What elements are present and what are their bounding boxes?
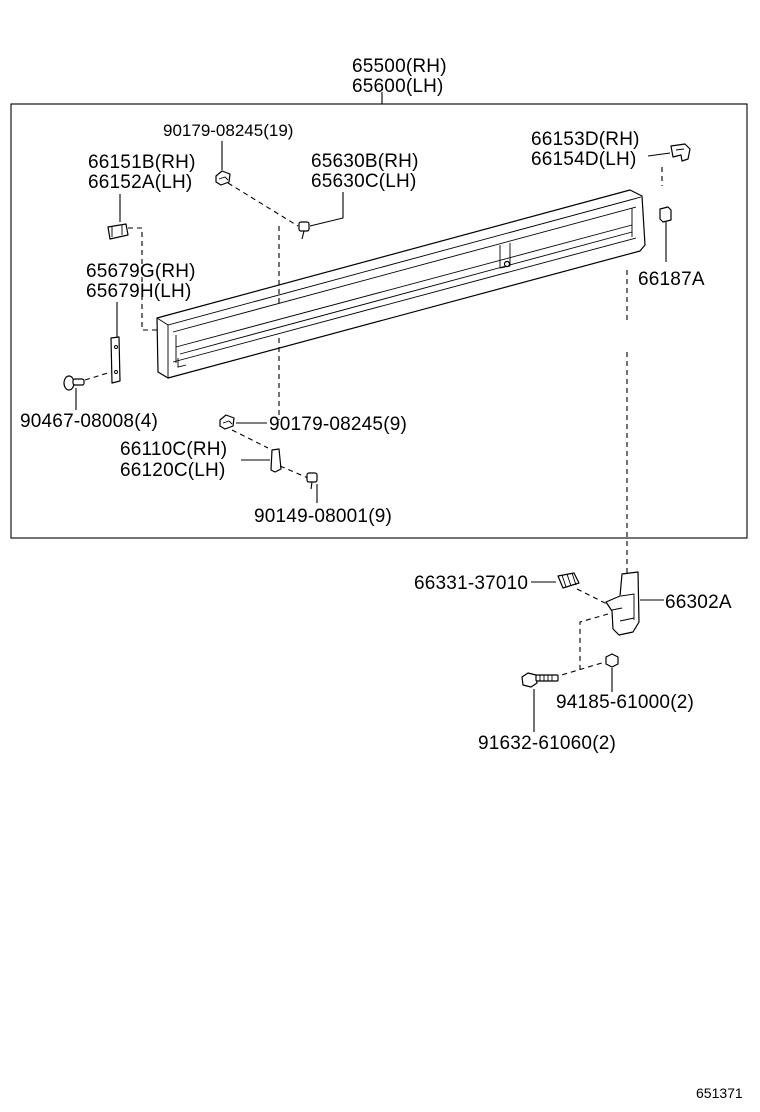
label-plate-lh: 65679H(LH) bbox=[86, 281, 192, 302]
label-spring: 66331-37010 bbox=[414, 573, 528, 594]
assembly-frame bbox=[10, 103, 748, 539]
bolt-icon bbox=[521, 672, 559, 688]
cover-icon bbox=[107, 223, 129, 240]
label-screw-rh: 65630B(RH) bbox=[311, 151, 419, 172]
end-clip-icon bbox=[659, 206, 672, 223]
label-hinge: 66302A bbox=[665, 592, 732, 613]
hook-icon bbox=[270, 448, 282, 473]
label-cover-lh: 66152A(LH) bbox=[88, 172, 192, 193]
label-end-clip: 66187A bbox=[638, 269, 705, 290]
label-plate-rh: 65679G(RH) bbox=[86, 261, 196, 282]
clip-top-icon bbox=[215, 170, 231, 186]
screw-icon bbox=[298, 221, 310, 240]
label-bolt: 91632-61060(2) bbox=[478, 733, 616, 754]
label-clip-top: 90179-08245(19) bbox=[163, 121, 293, 140]
label-assy-lh: 65600(LH) bbox=[352, 76, 444, 97]
label-screw-lh: 65630C(LH) bbox=[311, 171, 417, 192]
nut-icon bbox=[605, 653, 619, 668]
label-nut: 94185-61000(2) bbox=[556, 692, 694, 713]
label-rivet: 90467-08008(4) bbox=[20, 411, 158, 432]
screw-mid-icon bbox=[306, 472, 318, 490]
label-hook-rh: 66110C(RH) bbox=[120, 439, 227, 460]
label-clip-mid: 90179-08245(9) bbox=[269, 414, 407, 435]
label-cover-rh: 66151B(RH) bbox=[88, 152, 196, 173]
label-assy-rh: 65500(RH) bbox=[352, 56, 447, 77]
label-bracket-rh: 66153D(RH) bbox=[531, 129, 640, 150]
hinge-icon bbox=[605, 571, 640, 636]
spring-icon bbox=[557, 572, 580, 589]
label-hook-lh: 66120C(LH) bbox=[120, 460, 226, 481]
bracket-icon bbox=[670, 143, 691, 162]
gate-rail bbox=[156, 189, 646, 379]
label-screw-mid: 90149-08001(9) bbox=[254, 506, 392, 527]
plate-icon bbox=[110, 336, 121, 384]
clip-mid-icon bbox=[219, 414, 235, 430]
figure-number: 651371 bbox=[696, 1085, 743, 1101]
rivet-icon bbox=[63, 375, 85, 391]
label-bracket-lh: 66154D(LH) bbox=[531, 149, 637, 170]
